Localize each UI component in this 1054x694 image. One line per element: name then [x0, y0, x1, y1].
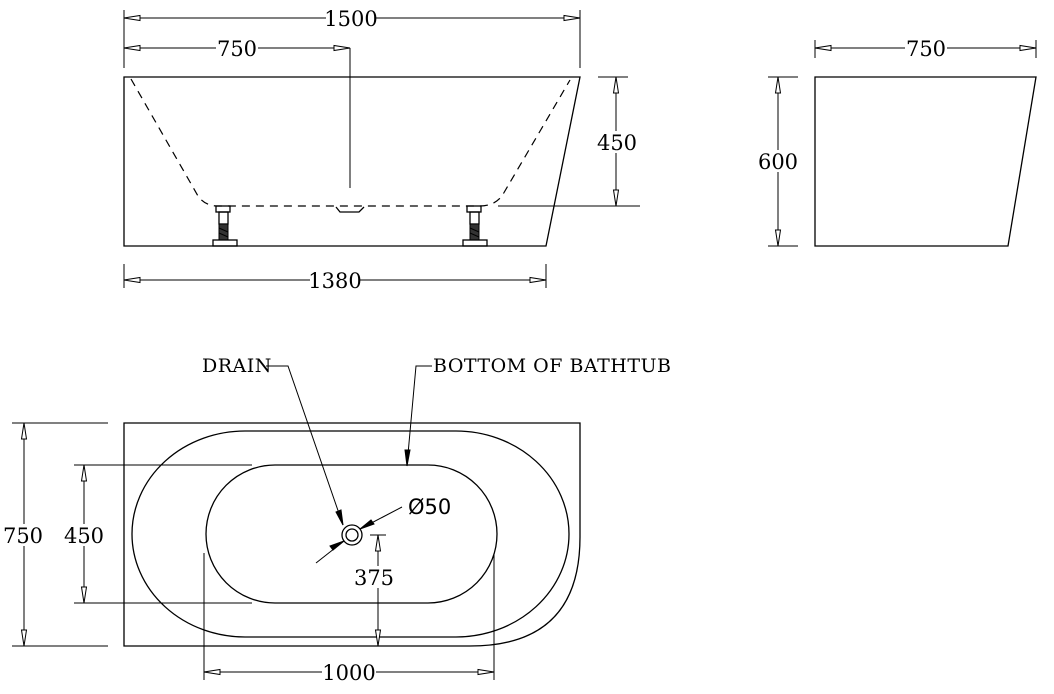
- front-right-foot: [462, 205, 488, 247]
- dim-label-750-front: 750: [217, 37, 257, 61]
- dimension-drain-diameter: Ø50: [315, 495, 451, 564]
- front-drain-marker: [335, 206, 365, 213]
- dimension-depth: 450: [498, 76, 640, 207]
- front-outline: [123, 76, 581, 247]
- front-elevation-view: 1500 750 450 13: [123, 6, 640, 293]
- front-left-foot: [212, 205, 238, 247]
- plan-bottom-outline: [205, 464, 498, 604]
- plan-outer-outline: [123, 422, 581, 647]
- dimension-plan-overall-width: 750: [2, 422, 108, 647]
- bottom-leader: BOTTOM OF BATHTUB: [404, 355, 672, 467]
- front-inner-profile: [130, 78, 571, 207]
- dimension-drain-offset: 750: [123, 36, 351, 61]
- dim-label-600: 600: [758, 150, 798, 174]
- dimension-plan-inner-width: 450: [63, 464, 252, 604]
- dim-label-1380: 1380: [308, 269, 361, 293]
- dim-label-1500: 1500: [324, 7, 377, 31]
- dimension-base-length: 1380: [123, 264, 547, 293]
- dimension-side-height: 600: [758, 76, 798, 247]
- dim-label-750-side: 750: [906, 37, 946, 61]
- label-bottom-of-bathtub: BOTTOM OF BATHTUB: [433, 355, 672, 377]
- dimension-overall-length: 1500: [123, 6, 581, 68]
- dim-label-750-plan: 750: [3, 524, 43, 548]
- label-drain: DRAIN: [202, 355, 272, 377]
- plan-view: DRAIN BOTTOM OF BATHTUB Ø50 375: [2, 355, 672, 685]
- plan-rim-outline: [131, 430, 570, 638]
- dim-label-450-plan: 450: [64, 524, 104, 548]
- dim-label-375: 375: [354, 566, 394, 590]
- dim-label-diameter: Ø50: [408, 495, 451, 519]
- side-outline: [814, 76, 1037, 247]
- plan-drain: [341, 524, 363, 546]
- dimension-plan-inner-length: 1000: [203, 553, 495, 685]
- drain-leader: DRAIN: [202, 355, 344, 526]
- dimension-side-width: 750: [814, 36, 1037, 61]
- dim-label-450-depth: 450: [597, 131, 637, 155]
- dimension-drain-to-edge: 375: [352, 534, 396, 647]
- side-elevation-view: 750 600: [758, 36, 1037, 247]
- dim-label-1000: 1000: [322, 661, 375, 685]
